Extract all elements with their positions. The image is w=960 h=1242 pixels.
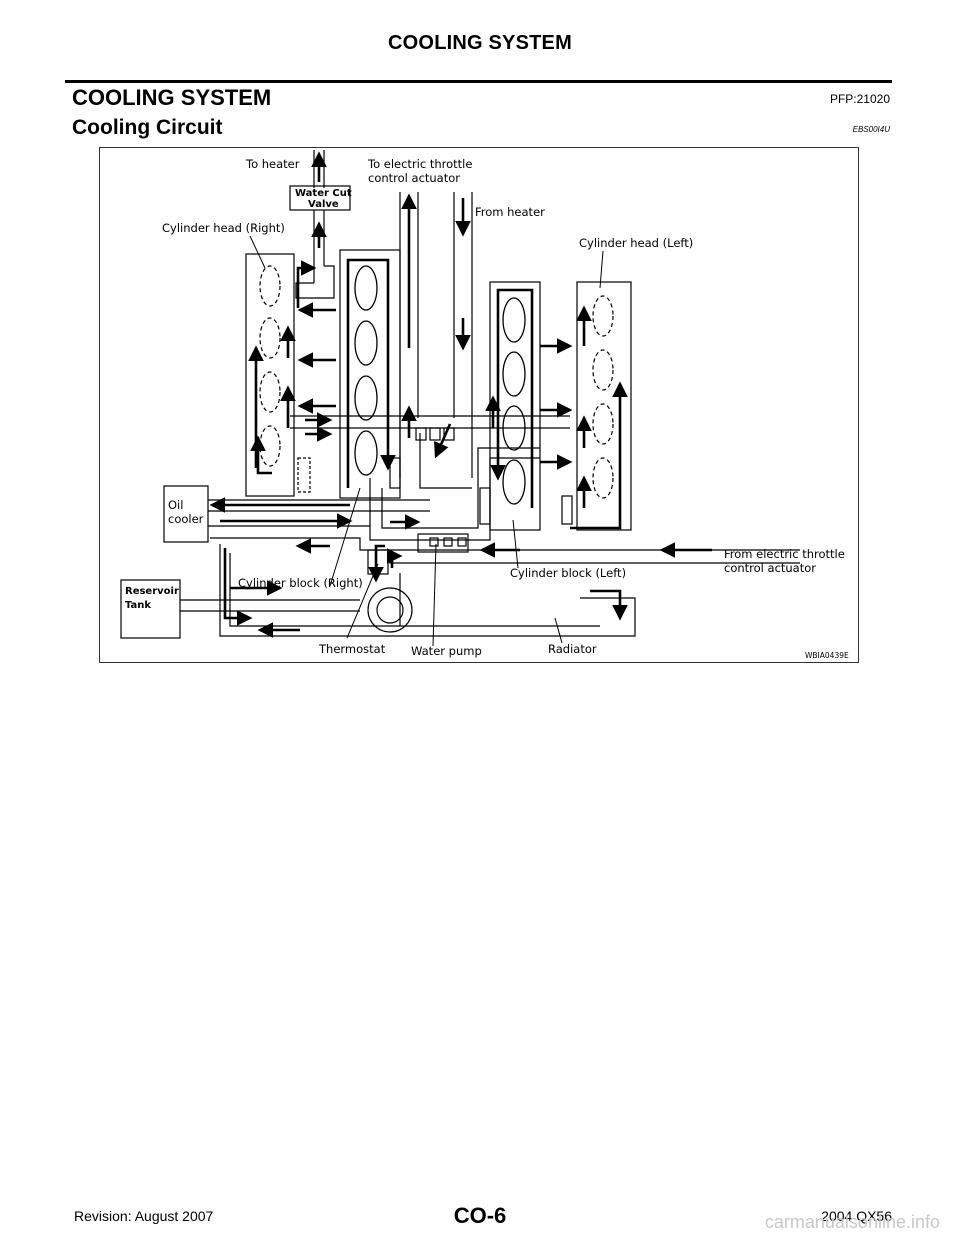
label-oil-cooler-2: cooler <box>168 512 204 526</box>
label-water-pump: Water pump <box>411 644 482 658</box>
water-cut-valve-box <box>289 185 351 211</box>
label-from-etc-1: From electric throttle <box>724 547 845 561</box>
label-to-etc-1: To electric throttle <box>367 157 472 171</box>
label-to-etc-2: control actuator <box>368 171 460 185</box>
label-reservoir-1: Reservoir <box>125 586 179 597</box>
label-cylinder-block-left: Cylinder block (Left) <box>510 566 626 580</box>
footer-model: 2004 QX56 <box>821 1208 892 1224</box>
block-bores <box>354 265 526 505</box>
label-cylinder-head-left: Cylinder head (Left) <box>579 236 693 250</box>
leader-lines <box>249 235 712 647</box>
flow-arrows <box>209 151 712 638</box>
label-water-cut-valve-2: Valve <box>308 199 339 210</box>
label-thermostat: Thermostat <box>318 642 386 656</box>
footer-page-number: CO-6 <box>453 1203 507 1228</box>
footer-revision: Revision: August 2007 <box>74 1208 214 1224</box>
radiator-cap-icon <box>367 587 413 633</box>
cylinder-block-right <box>339 249 401 499</box>
head-bores <box>259 265 614 499</box>
engine-components <box>120 185 632 639</box>
label-cylinder-head-right: Cylinder head (Right) <box>162 221 285 235</box>
header-rule <box>65 80 892 83</box>
subsection-title: Cooling Circuit <box>72 116 223 139</box>
watermark: carmanualsonline.info <box>764 1212 940 1232</box>
label-to-heater: To heater <box>245 157 300 171</box>
label-from-heater: From heater <box>475 205 545 219</box>
running-header-title: COOLING SYSTEM <box>388 32 572 54</box>
water-pump-housing <box>417 533 469 553</box>
label-from-etc-2: control actuator <box>724 561 816 575</box>
label-cylinder-block-right: Cylinder block (Right) <box>238 576 363 590</box>
label-reservoir-2: Tank <box>125 600 151 611</box>
cylinder-head-left <box>576 281 632 531</box>
label-water-cut-valve-1: Water Cut <box>295 188 352 199</box>
label-radiator: Radiator <box>548 642 597 656</box>
label-oil-cooler-1: Oil <box>168 498 183 512</box>
cooling-circuit-diagram: To heater Water Cut Valve To electric th… <box>99 147 859 663</box>
cylinder-head-right <box>245 253 295 497</box>
subsection-doc-code: EBS00I4U <box>852 125 890 134</box>
oil-cooler-box <box>163 485 209 543</box>
reservoir-tank-box <box>120 579 181 639</box>
section-title: COOLING SYSTEM <box>72 85 272 110</box>
section-part-code: PFP:21020 <box>829 92 890 106</box>
figure-id: WBIA0439E <box>805 651 849 660</box>
diagram-labels: To heater Water Cut Valve To electric th… <box>125 157 849 660</box>
